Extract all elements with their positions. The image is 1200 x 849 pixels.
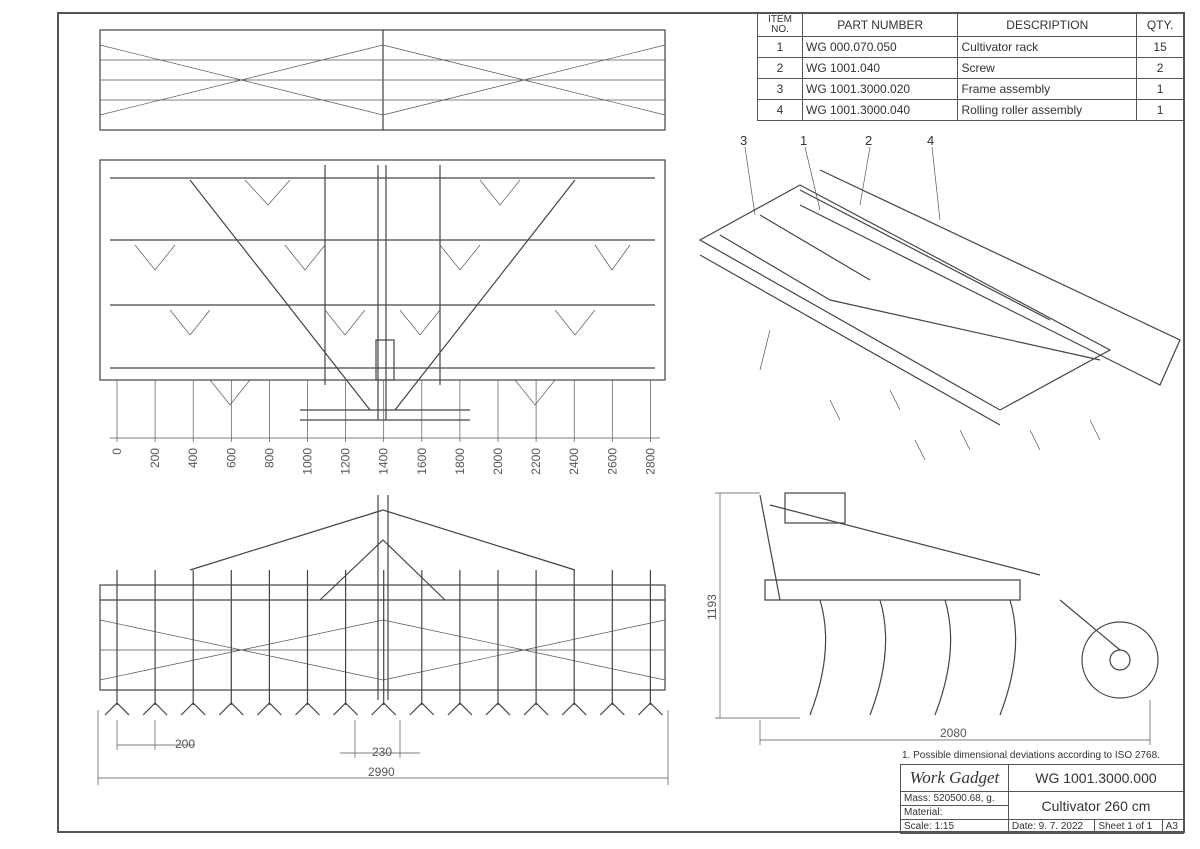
ruler-label: 2200 xyxy=(529,448,543,475)
bom-header-part: PART NUMBER xyxy=(801,13,959,37)
balloon-4: 4 xyxy=(927,133,934,148)
tine xyxy=(637,570,663,716)
sheet-border xyxy=(57,12,1185,833)
mass: Mass: 520500.68, g. xyxy=(900,791,1009,806)
company-logo: Work Gadget xyxy=(900,764,1009,792)
bom-item: 2 xyxy=(757,57,803,79)
bom-qty: 1 xyxy=(1136,99,1184,121)
ruler-label: 1600 xyxy=(415,448,429,475)
tine xyxy=(409,570,435,716)
dim-gap: 230 xyxy=(372,745,392,759)
tine xyxy=(561,570,587,716)
ruler-label: 1800 xyxy=(453,448,467,475)
balloon-1: 1 xyxy=(800,133,807,148)
ruler-label: 200 xyxy=(148,448,162,468)
paper-size: A3 xyxy=(1161,819,1185,834)
material: Material: xyxy=(900,805,1009,820)
bom-item: 1 xyxy=(757,36,803,58)
front-view: 200 230 2990 xyxy=(97,495,669,785)
tine xyxy=(333,570,359,716)
side-view: 1193 2080 xyxy=(705,492,1159,745)
dimension-ruler: 0 200 400 600 800 1000 1200 1400 1600 1800 2000 220… xyxy=(110,380,660,475)
ruler-label: 2400 xyxy=(567,448,581,475)
bom-desc: Frame assembly xyxy=(957,78,1138,100)
tine xyxy=(180,570,206,716)
balloon-2: 2 xyxy=(865,133,872,148)
bom-qty: 1 xyxy=(1136,78,1184,100)
bom-desc: Rolling roller assembly xyxy=(957,99,1138,121)
tine xyxy=(295,570,320,716)
dim-width: 2990 xyxy=(368,765,395,779)
bom-part: WG 1001.040 xyxy=(801,57,959,79)
tine xyxy=(599,570,625,716)
bom-qty: 15 xyxy=(1136,36,1184,58)
ruler-label: 2000 xyxy=(491,448,505,475)
bom-desc: Screw xyxy=(957,57,1138,79)
tolerance-note: 1. Possible dimensional deviations accor… xyxy=(902,750,1160,761)
bom-part: WG 1001.3000.020 xyxy=(801,78,959,100)
date: Date: 9. 7. 2022 xyxy=(1007,819,1096,834)
ruler-label: 2600 xyxy=(605,448,619,475)
part-name: Cultivator 260 cm xyxy=(1007,791,1185,820)
bom-header-item: ITEM NO. xyxy=(757,13,803,37)
isometric-view: 3 1 2 4 xyxy=(698,133,1181,461)
ruler-label: 0 xyxy=(110,448,124,455)
bom-desc: Cultivator rack xyxy=(957,36,1138,58)
ruler-label: 2800 xyxy=(643,448,657,475)
ruler-label: 400 xyxy=(186,448,200,468)
ruler-label: 600 xyxy=(224,448,238,468)
dim-length: 2080 xyxy=(940,726,967,740)
bom-item: 4 xyxy=(757,99,803,121)
tine xyxy=(447,570,473,716)
bom-item: 3 xyxy=(757,78,803,100)
top-view-roller xyxy=(99,29,666,131)
balloon-3: 3 xyxy=(740,133,747,148)
top-view-frame xyxy=(99,159,666,421)
bom-part: WG 000.070.050 xyxy=(801,36,959,58)
ruler-label: 1400 xyxy=(377,448,391,475)
tine xyxy=(256,570,282,716)
tine xyxy=(485,570,511,716)
drawing-number: WG 1001.3000.000 xyxy=(1007,764,1185,792)
bom-part: WG 1001.3000.040 xyxy=(801,99,959,121)
bom-header-desc: DESCRIPTION xyxy=(957,13,1138,37)
tine xyxy=(218,570,244,716)
dim-height: 1193 xyxy=(705,594,719,620)
scale: Scale: 1:15 xyxy=(900,819,1009,834)
ruler-label: 1000 xyxy=(301,448,315,475)
bom-qty: 2 xyxy=(1136,57,1184,79)
tine xyxy=(104,570,130,716)
bom-header-qty: QTY. xyxy=(1136,13,1184,37)
sheet: Sheet 1 of 1 xyxy=(1094,819,1163,834)
dim-spacing: 200 xyxy=(175,737,195,751)
ruler-label: 1200 xyxy=(339,448,353,475)
ruler-label: 800 xyxy=(262,448,276,468)
tine xyxy=(142,570,168,716)
tine xyxy=(523,570,549,716)
tine xyxy=(371,570,397,716)
